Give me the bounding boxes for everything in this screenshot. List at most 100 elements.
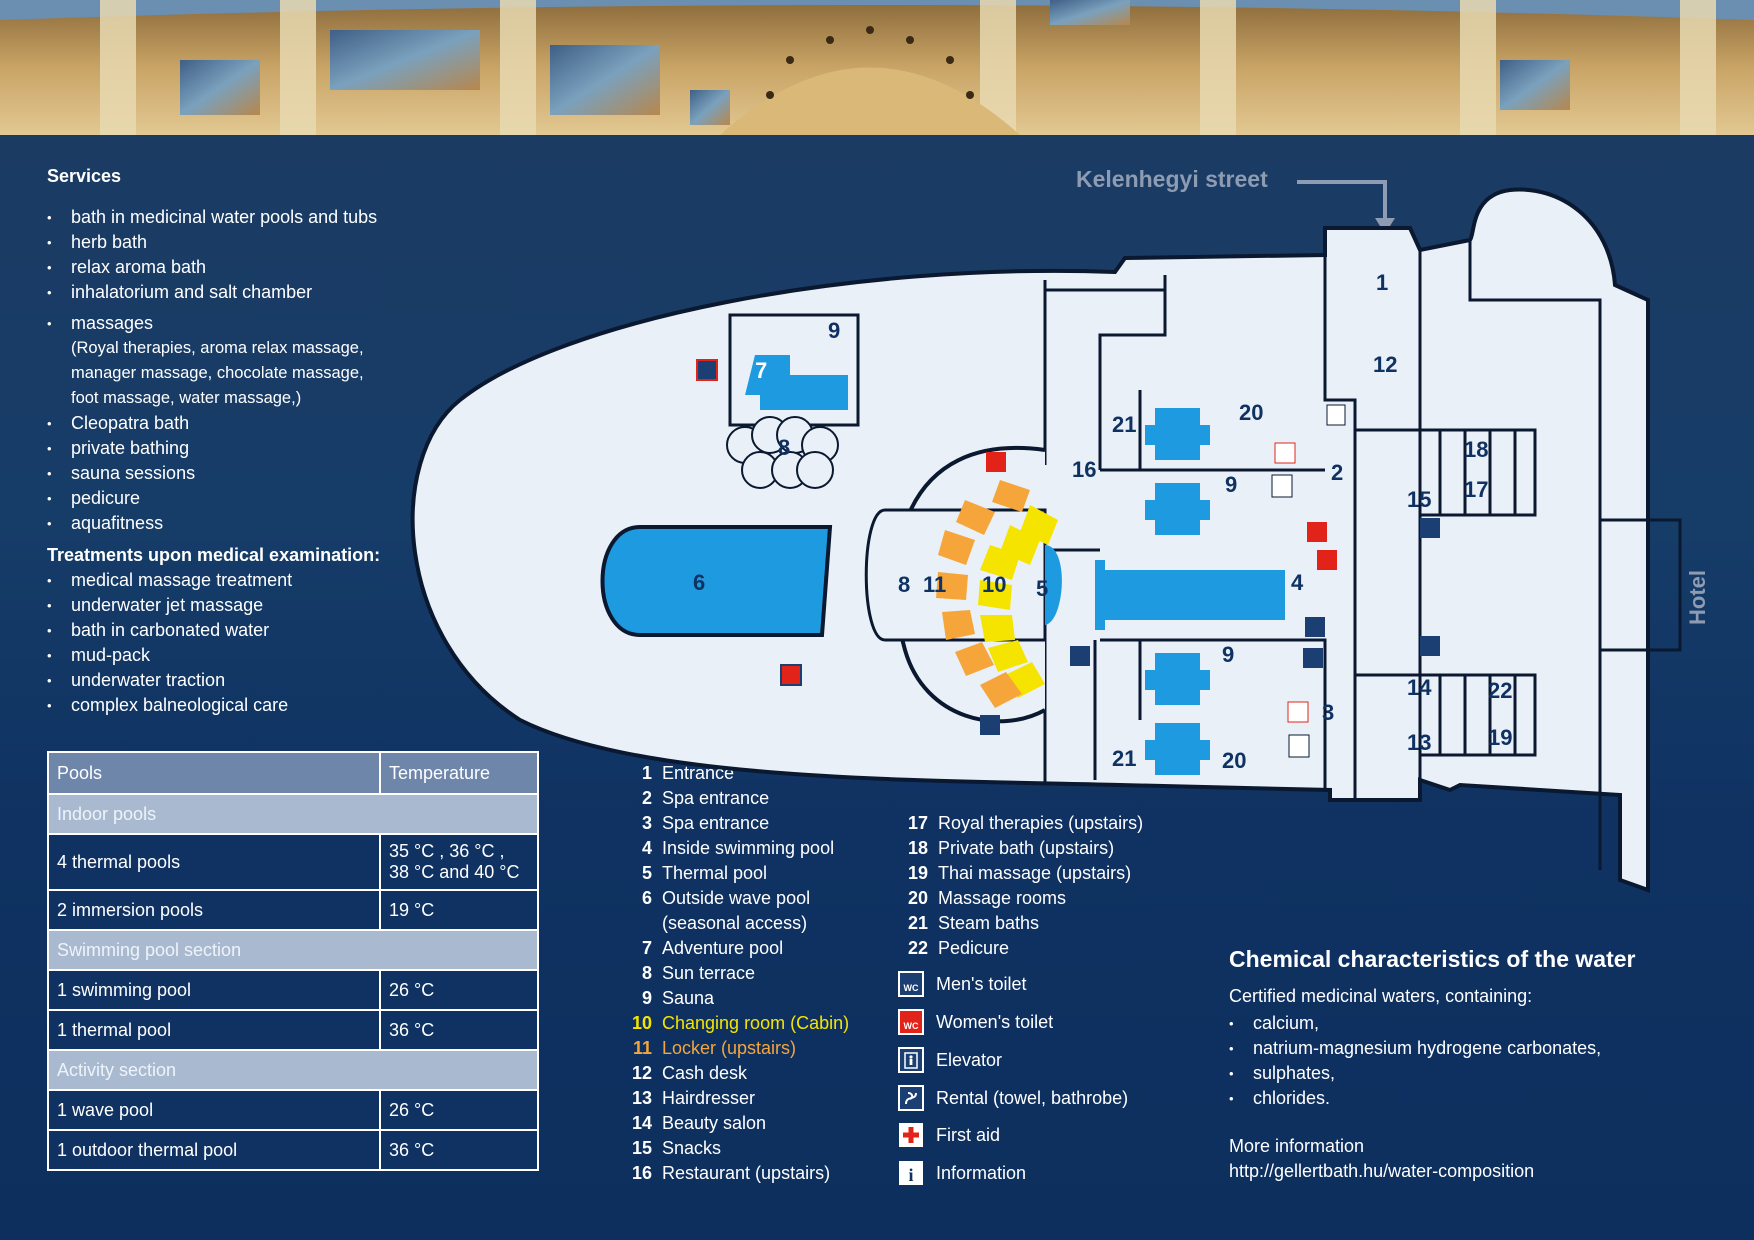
- water-composition-link[interactable]: http://gellertbath.hu/water-composition: [1229, 1161, 1535, 1181]
- legend-item: 16 Restaurant (upstairs): [622, 1161, 830, 1186]
- legend-label: Locker (upstairs): [662, 1038, 797, 1058]
- legend-number: 16: [631, 1163, 652, 1183]
- table-row: 1 swimming pool 26 °C: [47, 969, 539, 1011]
- legend-label: Thai massage (upstairs): [938, 863, 1132, 883]
- legend-item: 5 Thermal pool: [622, 861, 767, 886]
- legend-label: Restaurant (upstairs): [662, 1163, 831, 1183]
- rental-icon: [1070, 646, 1090, 666]
- legend-number: 4: [641, 838, 652, 858]
- map-number-12: 12: [1373, 352, 1397, 377]
- legend-item: 11 Locker (upstairs): [622, 1036, 796, 1061]
- map-number-17: 17: [1464, 477, 1488, 502]
- service-item: private bathing: [47, 436, 447, 461]
- information-icon: [1271, 474, 1293, 498]
- legend-number: 17: [907, 813, 928, 833]
- legend-label: Thermal pool: [662, 863, 768, 883]
- map-number-20b: 20: [1222, 748, 1246, 773]
- floor-plan-map: 1 2 3 4 5 6 7 8 8 9 9 9 10 11 12 13 14 1…: [410, 187, 1682, 893]
- map-number-7: 7: [755, 358, 767, 383]
- legend-number: 22: [907, 938, 928, 958]
- map-number-6: 6: [693, 570, 705, 595]
- section-row: Swimming pool section: [47, 929, 539, 971]
- legend-number: 3: [641, 813, 652, 833]
- information-icon: i: [899, 1161, 923, 1185]
- service-item: sauna sessions: [47, 461, 447, 486]
- street-label: Kelenhegyi street: [1076, 166, 1268, 192]
- header-temperature: Temperature: [379, 751, 539, 795]
- service-item: massages (Royal therapies, aroma relax m…: [47, 311, 447, 411]
- map-number-4: 4: [1291, 570, 1304, 595]
- legend-number: 12: [631, 1063, 652, 1083]
- map-number-22: 22: [1488, 678, 1512, 703]
- chemical-item: calcium,: [1229, 1011, 1709, 1036]
- legend-label: (seasonal access): [662, 913, 808, 933]
- legend-elevator: Elevator: [898, 1047, 1002, 1073]
- legend-label: Royal therapies (upstairs): [938, 813, 1144, 833]
- treatment-item: bath in carbonated water: [47, 618, 447, 643]
- legend-mens-toilet: WC Men's toilet: [898, 971, 1026, 997]
- legend-first-aid: First aid: [898, 1122, 1000, 1148]
- table-row: 1 outdoor thermal pool 36 °C: [47, 1129, 539, 1171]
- wc-label: WC: [904, 983, 919, 993]
- map-numbers: 1 2 3 4 5 6 7 8 8 9 9 9 10 11 12 13 14 1…: [693, 270, 1512, 773]
- legend-number: 13: [631, 1088, 652, 1108]
- legend-label: Private bath (upstairs): [938, 838, 1115, 858]
- service-item: aquafitness: [47, 511, 447, 536]
- map-number-5: 5: [1036, 576, 1048, 601]
- legend-item: 6 Outside wave pool: [622, 886, 810, 911]
- treatment-item: underwater traction: [47, 668, 447, 693]
- legend-label: Cash desk: [662, 1063, 748, 1083]
- map-number-9c: 9: [1222, 642, 1234, 667]
- legend-label: Steam baths: [938, 913, 1040, 933]
- map-number-14: 14: [1407, 675, 1432, 700]
- legend-number: 11: [632, 1038, 652, 1058]
- map-number-19: 19: [1488, 725, 1512, 750]
- more-info-label: More information: [1229, 1136, 1365, 1156]
- legend-number: 6: [641, 888, 652, 908]
- first-aid-icon: [1287, 701, 1309, 723]
- womens-toilet-icon: WC: [898, 1009, 924, 1035]
- womens-toilet-icon: [1317, 550, 1337, 570]
- legend-label: Outside wave pool: [662, 888, 811, 908]
- legend-number: 8: [641, 963, 652, 983]
- massage-details-line: foot massage, water massage,): [71, 389, 302, 407]
- mens-toilet-icon: [696, 359, 718, 381]
- info-glyph: i: [908, 1165, 913, 1185]
- temperature-cell: 35 °C , 36 °C ,38 °C and 40 °C: [379, 833, 539, 891]
- mens-toilet-icon: [1305, 617, 1325, 637]
- legend-number: 2: [641, 788, 652, 808]
- first-aid-icon: [899, 1123, 923, 1147]
- map-number-1: 1: [1376, 270, 1388, 295]
- map-number-9b: 9: [1225, 472, 1237, 497]
- legend-number: 14: [631, 1113, 652, 1133]
- wc-label: WC: [904, 1021, 919, 1031]
- map-number-11: 11: [923, 572, 946, 597]
- legend-number: 15: [631, 1138, 652, 1158]
- legend-label: Adventure pool: [662, 938, 784, 958]
- service-item: herb bath: [47, 230, 447, 255]
- mens-toilet-icon: [1303, 648, 1323, 668]
- chemical-item: natrium-magnesium hydrogene carbonates,: [1229, 1036, 1709, 1061]
- service-item: pedicure: [47, 486, 447, 511]
- map-number-21a: 21: [1112, 412, 1136, 437]
- first-aid-icon: [1274, 442, 1296, 464]
- map-number-18: 18: [1464, 437, 1488, 462]
- map-number-21b: 21: [1112, 746, 1136, 771]
- treatment-item: mud-pack: [47, 643, 447, 668]
- treatment-item: medical massage treatment: [47, 568, 447, 593]
- legend-number: 10: [631, 1013, 652, 1033]
- legend-number: 5: [641, 863, 652, 883]
- sun-terrace: [726, 416, 839, 489]
- map-number-20a: 20: [1239, 400, 1263, 425]
- service-item: relax aroma bath: [47, 255, 447, 280]
- pools: [600, 355, 1285, 775]
- treatment-item: underwater jet massage: [47, 593, 447, 618]
- services-title: Services: [47, 166, 122, 186]
